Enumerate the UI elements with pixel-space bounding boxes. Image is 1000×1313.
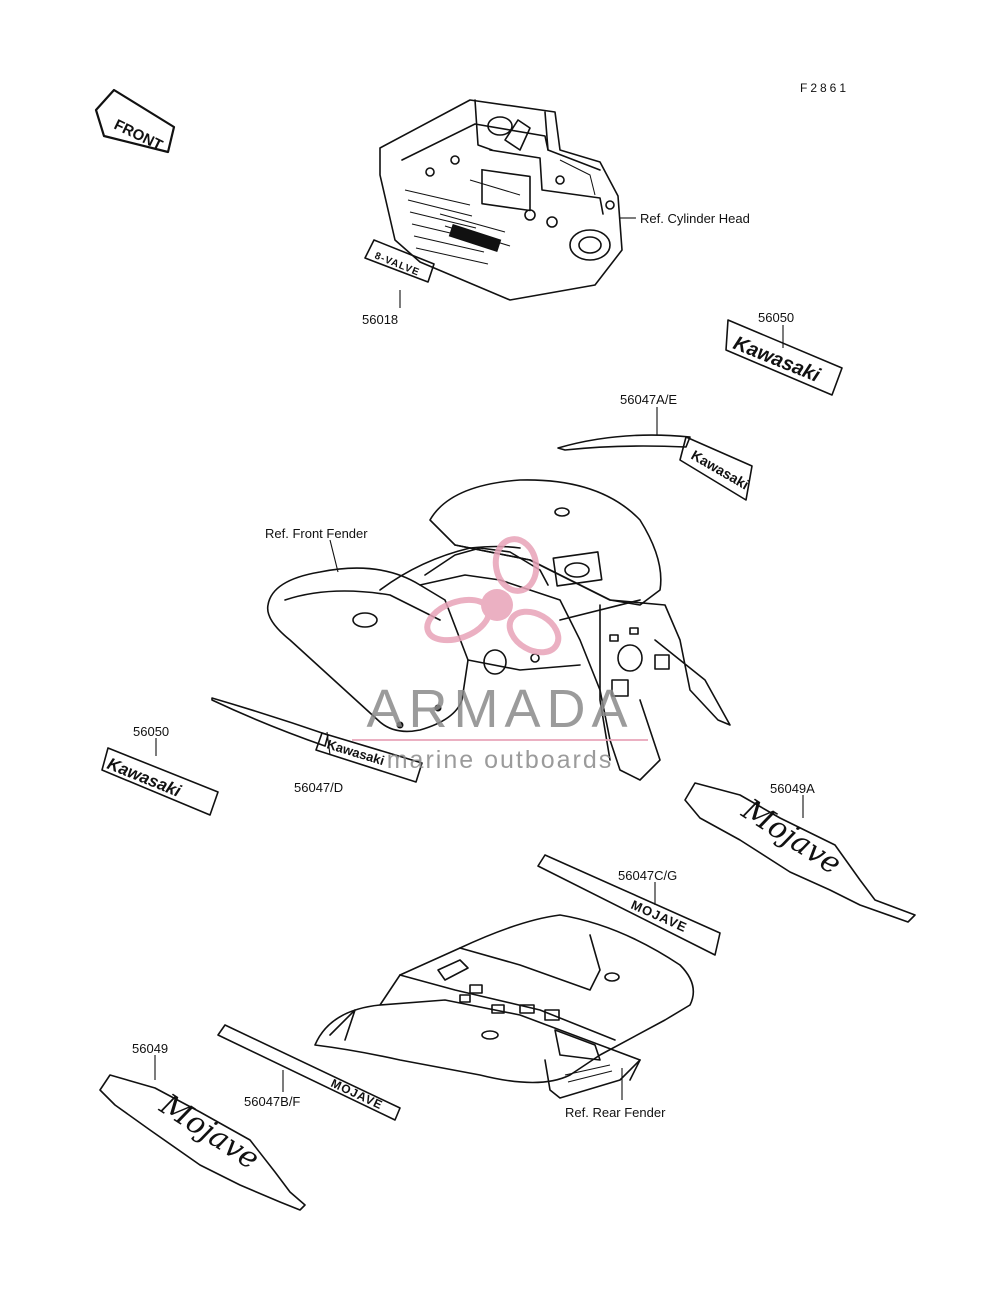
stripe-decal-bf-text: MOJAVE [329,1076,385,1112]
armada-watermark: ARMADA marine outboards [352,536,648,774]
callout-56047cg: 56047C/G [618,868,677,883]
callout-front-fender: Ref. Front Fender [265,526,368,541]
valve-decal: 8-VALVE [364,239,435,283]
callout-cylinder-head: Ref. Cylinder Head [640,211,750,226]
front-arrow-icon: FRONT [94,88,176,154]
callout-rear-fender: Ref. Rear Fender [565,1105,666,1120]
kawasaki-decal-left-text: Kawasaki [105,754,185,801]
callout-56049a: 56049A [770,781,815,796]
watermark-brand: ARMADA [366,679,633,739]
leader-lines [154,217,804,1100]
stripe-decal-ae-text: Kawasaki [689,447,752,493]
cylinder-head-illustration [379,99,623,301]
callout-56018: 56018 [362,312,398,327]
callout-56047d: 56047/D [294,780,343,795]
mojave-decal-a: Mojave [684,782,916,923]
front-fender-illustration [266,479,731,781]
callout-56049: 56049 [132,1041,168,1056]
callout-56047bf: 56047B/F [244,1094,300,1109]
front-arrow-label: FRONT [111,116,165,154]
mojave-decal-a-text: Mojave [735,792,848,882]
watermark-tagline: marine outboards [387,746,614,774]
figure-number: F2861 [800,81,849,95]
stripe-decal-ae: Kawasaki [557,434,753,501]
callout-56050-top: 56050 [758,310,794,325]
valve-decal-text: 8-VALVE [373,251,421,279]
callout-56047ae: 56047A/E [620,392,677,407]
kawasaki-decal-top: Kawasaki [725,319,843,396]
propeller-logo-icon [424,536,562,656]
callout-56050-left: 56050 [133,724,169,739]
rear-fender-illustration [314,914,695,1099]
kawasaki-decal-left: Kawasaki [101,747,219,816]
